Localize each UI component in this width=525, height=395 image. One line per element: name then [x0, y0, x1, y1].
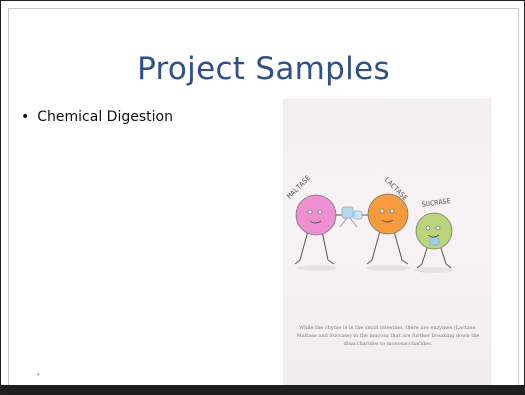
maltase-mouth: [309, 220, 322, 224]
maltase-body: [295, 194, 337, 236]
maltase-leg-right: [321, 230, 329, 261]
sucrase-label: SUCRASE: [421, 197, 451, 209]
sucrase-eye-left: [425, 225, 431, 231]
lactase-eye-right: [389, 208, 395, 214]
maltase-leg-left: [299, 230, 309, 261]
slide-bottom-bar: [1, 385, 525, 394]
sucrase-eye-right: [435, 225, 441, 231]
enzymes-drawing: MALTASE LACTASE: [286, 174, 454, 273]
shadow-maltase: [297, 265, 337, 271]
bullet-item: • Chemical Digestion: [21, 109, 173, 125]
lactase-mouth: [381, 219, 394, 223]
lactase-enzyme: LACTASE: [366, 176, 409, 265]
sucrase-enzyme: SUCRASE: [415, 197, 453, 269]
substrate-piece-1: [341, 206, 354, 219]
sucrase-mouth: [427, 234, 440, 238]
slide-title: Project Samples: [137, 51, 390, 87]
illustration-caption: While the chyme is in the small intestin…: [296, 325, 480, 347]
maltase-foot-left: [294, 259, 301, 265]
lactase-leg-left: [371, 230, 381, 261]
sucrase-substrate: [429, 237, 440, 246]
substrate-bond-1: [339, 217, 348, 228]
sucrase-leg-left: [421, 244, 429, 265]
substrate-bond-2: [349, 217, 358, 228]
maltase-foot-right: [327, 259, 335, 265]
footer-bullet: •: [37, 370, 40, 379]
sucrase-foot-left: [416, 263, 423, 269]
sample-illustration: MALTASE LACTASE: [284, 100, 490, 389]
bullet-list: • Chemical Digestion: [21, 109, 173, 125]
sucrase-leg-right: [439, 244, 447, 265]
substrate-molecule: [339, 206, 369, 228]
lactase-body: [367, 193, 409, 235]
bullet-text: Chemical Digestion: [37, 109, 173, 125]
maltase-eye-left: [307, 209, 313, 215]
bullet-marker: •: [21, 109, 30, 125]
maltase-enzyme: MALTASE: [286, 174, 346, 265]
lactase-foot-right: [401, 259, 409, 265]
sucrase-body: [415, 212, 453, 250]
shadow-lactase: [366, 265, 410, 271]
shadow-sucrase: [414, 267, 454, 273]
maltase-eye-right: [317, 209, 323, 215]
substrate-piece-2: [353, 210, 363, 220]
sucrase-foot-right: [445, 263, 452, 269]
lactase-leg-right: [393, 230, 403, 261]
lactase-eye-left: [379, 208, 385, 214]
lactase-foot-left: [366, 259, 373, 265]
